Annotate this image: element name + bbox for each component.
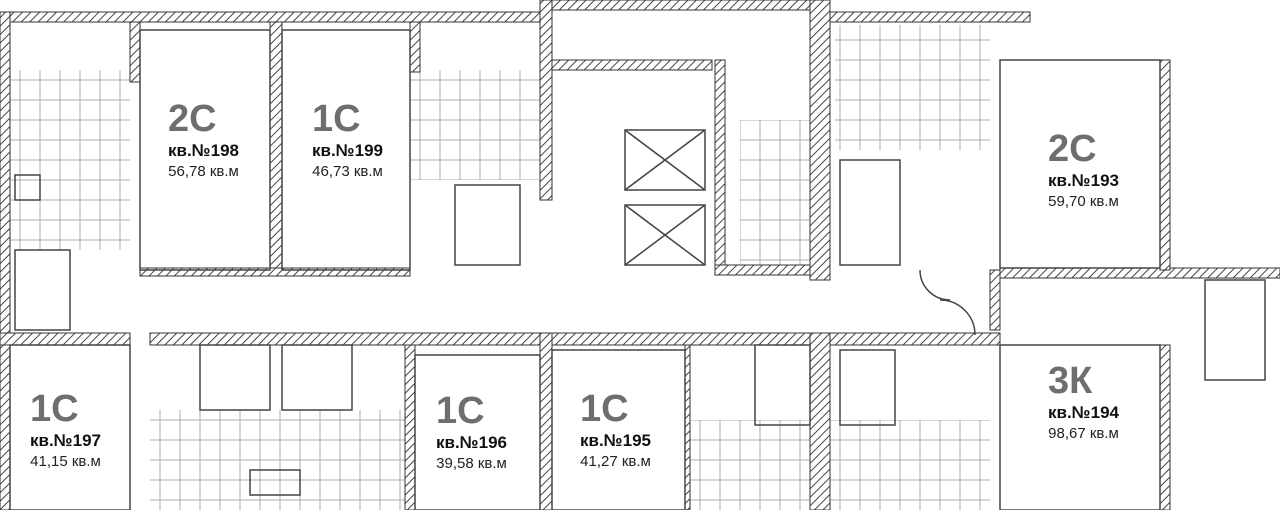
apartment-number: кв.№198 xyxy=(168,141,239,160)
apartment-area: 41,27 кв.м xyxy=(580,453,651,470)
apartment-number: кв.№197 xyxy=(30,431,101,450)
apartment-197[interactable]: 1С кв.№197 41,15 кв.м xyxy=(30,390,101,469)
apartment-area: 59,70 кв.м xyxy=(1048,193,1119,210)
apartment-type: 2С xyxy=(168,98,217,140)
apartment-number: кв.№199 xyxy=(312,141,383,160)
apartment-number: кв.№194 xyxy=(1048,403,1119,422)
apartment-area: 41,15 кв.м xyxy=(30,453,101,470)
apartment-195[interactable]: 1С кв.№195 41,27 кв.м xyxy=(580,390,651,469)
apartment-type: 3К xyxy=(1048,360,1093,402)
apartment-number: кв.№196 xyxy=(436,433,507,452)
apartment-area: 56,78 кв.м xyxy=(168,163,239,180)
tiled-floors xyxy=(10,25,990,510)
partitions xyxy=(9,29,1266,510)
apartment-area: 46,73 кв.м xyxy=(312,163,383,180)
apartment-type: 2С xyxy=(1048,128,1097,170)
apartment-193[interactable]: 2С кв.№193 59,70 кв.м xyxy=(1048,130,1119,209)
apartment-area: 98,67 кв.м xyxy=(1048,425,1119,442)
apartment-194[interactable]: 3К кв.№194 98,67 кв.м xyxy=(1048,362,1119,441)
apartment-196[interactable]: 1С кв.№196 39,58 кв.м xyxy=(436,392,507,471)
apartment-type: 1С xyxy=(436,390,485,432)
apartment-type: 1С xyxy=(30,388,79,430)
apartment-198[interactable]: 2С кв.№198 56,78 кв.м xyxy=(168,100,239,179)
apartment-number: кв.№195 xyxy=(580,431,651,450)
apartment-199[interactable]: 1С кв.№199 46,73 кв.м xyxy=(312,100,383,179)
apartment-type: 1С xyxy=(312,98,361,140)
apartment-type: 1С xyxy=(580,388,629,430)
apartment-number: кв.№193 xyxy=(1048,171,1119,190)
apartment-area: 39,58 кв.м xyxy=(436,455,507,472)
